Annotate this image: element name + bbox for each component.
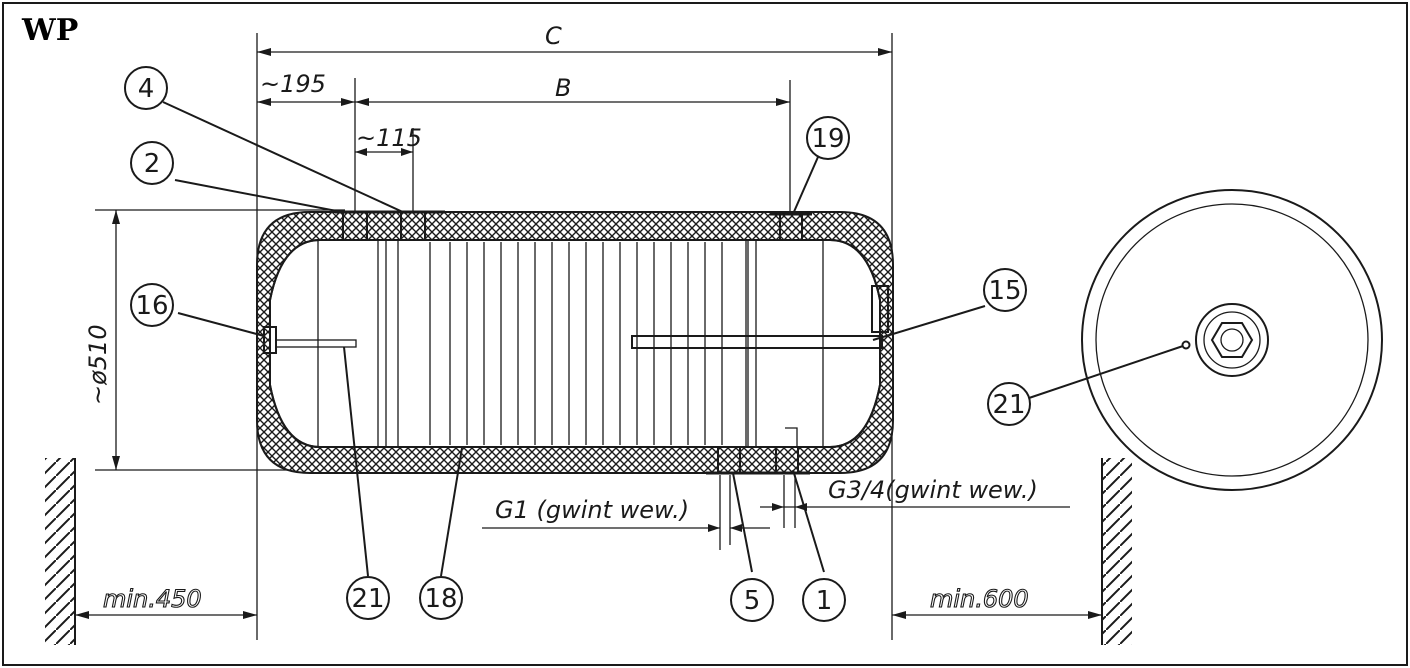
thread-leader-g34 (760, 475, 1070, 528)
dim-line-195 (257, 98, 355, 106)
callout-16: 16 (130, 283, 174, 327)
dim-label-b: B (555, 74, 571, 102)
svg-text:19: 19 (811, 124, 844, 154)
tank-side-view (256, 210, 894, 475)
drawing-title: WP (21, 13, 78, 48)
thread-label-g1: G1 (gwint wew.) (495, 496, 689, 524)
dim-line-b (355, 98, 790, 106)
svg-text:2: 2 (144, 149, 161, 179)
callout-19: 19 (806, 116, 850, 160)
tank-inner-body (269, 239, 881, 448)
callout-18: 18 (419, 576, 463, 620)
sensor-point-21 (1181, 340, 1191, 350)
dim-line-min450 (75, 611, 257, 619)
tank-end-view (1081, 189, 1383, 491)
end-outer-circle (1081, 189, 1383, 491)
dim-label-min450: min.450 (103, 585, 202, 613)
svg-text:1: 1 (816, 586, 833, 616)
flange-ring (1195, 303, 1269, 377)
heating-coil-tubes (429, 242, 723, 445)
dim-label-min600: min.600 (930, 585, 1029, 613)
dim-label-195: ~195 (260, 70, 326, 98)
svg-text:21: 21 (351, 584, 384, 614)
dim-label-c: C (545, 22, 562, 50)
svg-text:4: 4 (138, 74, 155, 104)
leader-lines (162, 101, 1184, 577)
end-inner-circle (1095, 203, 1369, 477)
heater-rod (631, 335, 883, 349)
svg-text:18: 18 (424, 584, 457, 614)
sensor-sleeve (275, 339, 357, 348)
callout-5: 5 (730, 578, 774, 622)
right-wall (1101, 458, 1132, 645)
callout-4: 4 (124, 66, 168, 110)
dim-line-c (257, 48, 892, 56)
dim-line-diameter (112, 210, 120, 470)
callout-21-end: 21 (987, 382, 1031, 426)
dim-line-115 (355, 148, 413, 156)
callout-2: 2 (130, 141, 174, 185)
thread-leader-g1 (482, 475, 770, 550)
thread-label-g34: G3/4(gwint wew.) (828, 476, 1038, 504)
left-wall (45, 458, 76, 645)
dim-line-min600 (892, 611, 1102, 619)
callout-1: 1 (802, 578, 846, 622)
heater-flange (871, 285, 889, 333)
svg-text:21: 21 (992, 390, 1025, 420)
hex-nut (1210, 322, 1254, 358)
heating-coil (397, 239, 747, 448)
callout-21-side: 21 (346, 576, 390, 620)
svg-text:15: 15 (988, 276, 1021, 306)
dim-label-115: ~115 (356, 124, 422, 152)
svg-text:5: 5 (744, 586, 761, 616)
callout-15: 15 (983, 268, 1027, 312)
svg-text:16: 16 (135, 291, 168, 321)
dim-label-diameter: ~ø510 (84, 324, 112, 405)
